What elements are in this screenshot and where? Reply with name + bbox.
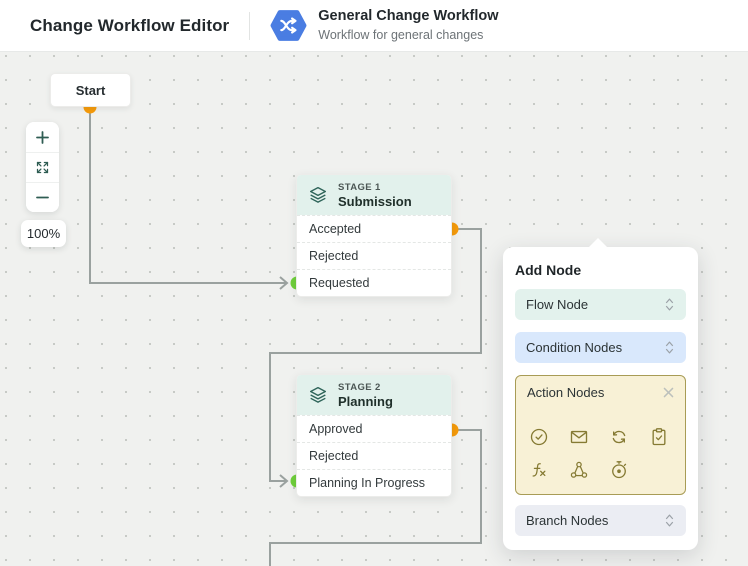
panel-item-flow-node[interactable]: Flow Node bbox=[515, 289, 686, 320]
workflow-meta: General Change Workflow Workflow for gen… bbox=[318, 8, 498, 42]
arrowhead-icon bbox=[279, 474, 289, 488]
zoom-out-button[interactable] bbox=[26, 182, 59, 212]
start-node[interactable]: Start bbox=[50, 73, 131, 107]
layers-icon bbox=[309, 386, 327, 403]
header-divider bbox=[249, 11, 251, 40]
panel-item-condition-nodes[interactable]: Condition Nodes bbox=[515, 332, 686, 363]
stage-header: STAGE 1 Submission bbox=[297, 175, 451, 215]
workflow-canvas[interactable]: Start 100% bbox=[0, 52, 748, 566]
transition-row-planning-in-progress[interactable]: Planning In Progress bbox=[297, 469, 451, 496]
close-icon[interactable] bbox=[662, 386, 675, 399]
clipboard-check-icon[interactable] bbox=[648, 426, 669, 447]
chevron-updown-icon bbox=[665, 341, 674, 354]
stage-name: Submission bbox=[338, 193, 412, 209]
layers-icon bbox=[309, 186, 327, 203]
chevron-updown-icon bbox=[665, 514, 674, 527]
sync-icon[interactable] bbox=[608, 426, 629, 447]
minus-icon bbox=[36, 196, 49, 199]
add-node-title: Add Node bbox=[515, 262, 582, 278]
transition-row-requested[interactable]: Requested bbox=[297, 269, 451, 296]
chevron-updown-icon bbox=[665, 298, 674, 311]
stage-node-planning[interactable]: STAGE 2 Planning Approved Rejected Plann… bbox=[296, 374, 452, 497]
check-circle-icon[interactable] bbox=[528, 426, 549, 447]
zoom-in-button[interactable] bbox=[26, 122, 59, 152]
stage-name: Planning bbox=[338, 393, 393, 409]
panel-item-label: Action Nodes bbox=[527, 384, 605, 400]
timer-icon[interactable] bbox=[608, 459, 629, 480]
stage-node-submission[interactable]: STAGE 1 Submission Accepted Rejected Req… bbox=[296, 174, 452, 297]
panel-notch bbox=[588, 238, 608, 248]
arrowhead-icon bbox=[279, 276, 289, 290]
panel-item-label: Flow Node bbox=[526, 297, 589, 312]
zoom-level-badge[interactable]: 100% bbox=[21, 220, 66, 247]
function-icon[interactable] bbox=[528, 459, 549, 480]
webhook-icon[interactable] bbox=[568, 459, 589, 480]
stage-badge: STAGE 2 bbox=[338, 381, 381, 393]
action-icons-grid bbox=[516, 408, 685, 494]
workflow-name: General Change Workflow bbox=[318, 8, 499, 25]
connector-start-to-requested bbox=[89, 108, 286, 284]
transition-row-rejected[interactable]: Rejected bbox=[297, 442, 451, 469]
transition-row-rejected[interactable]: Rejected bbox=[297, 242, 451, 269]
mail-icon[interactable] bbox=[568, 426, 589, 447]
app-header: Change Workflow Editor General Change Wo… bbox=[0, 0, 748, 52]
stage-badge: STAGE 1 bbox=[338, 181, 381, 193]
panel-item-label: Branch Nodes bbox=[526, 513, 609, 528]
page-title: Change Workflow Editor bbox=[30, 15, 230, 35]
start-node-label: Start bbox=[75, 82, 106, 98]
transition-row-accepted[interactable]: Accepted bbox=[297, 215, 451, 242]
plus-icon bbox=[36, 130, 49, 144]
panel-item-label: Condition Nodes bbox=[526, 340, 623, 355]
shuffle-hexagon-icon bbox=[270, 10, 307, 41]
add-node-panel: Add Node Flow Node Condition Nodes Actio… bbox=[503, 238, 698, 550]
workflow-description: Workflow for general changes bbox=[318, 27, 484, 42]
stage-header: STAGE 2 Planning bbox=[297, 375, 451, 415]
expand-icon bbox=[36, 161, 49, 174]
panel-item-branch-nodes[interactable]: Branch Nodes bbox=[515, 505, 686, 536]
fit-screen-button[interactable] bbox=[26, 152, 59, 182]
zoom-controls bbox=[26, 122, 59, 212]
transition-row-approved[interactable]: Approved bbox=[297, 415, 451, 442]
action-nodes-header[interactable]: Action Nodes bbox=[516, 376, 685, 408]
panel-item-action-nodes: Action Nodes bbox=[515, 375, 686, 495]
